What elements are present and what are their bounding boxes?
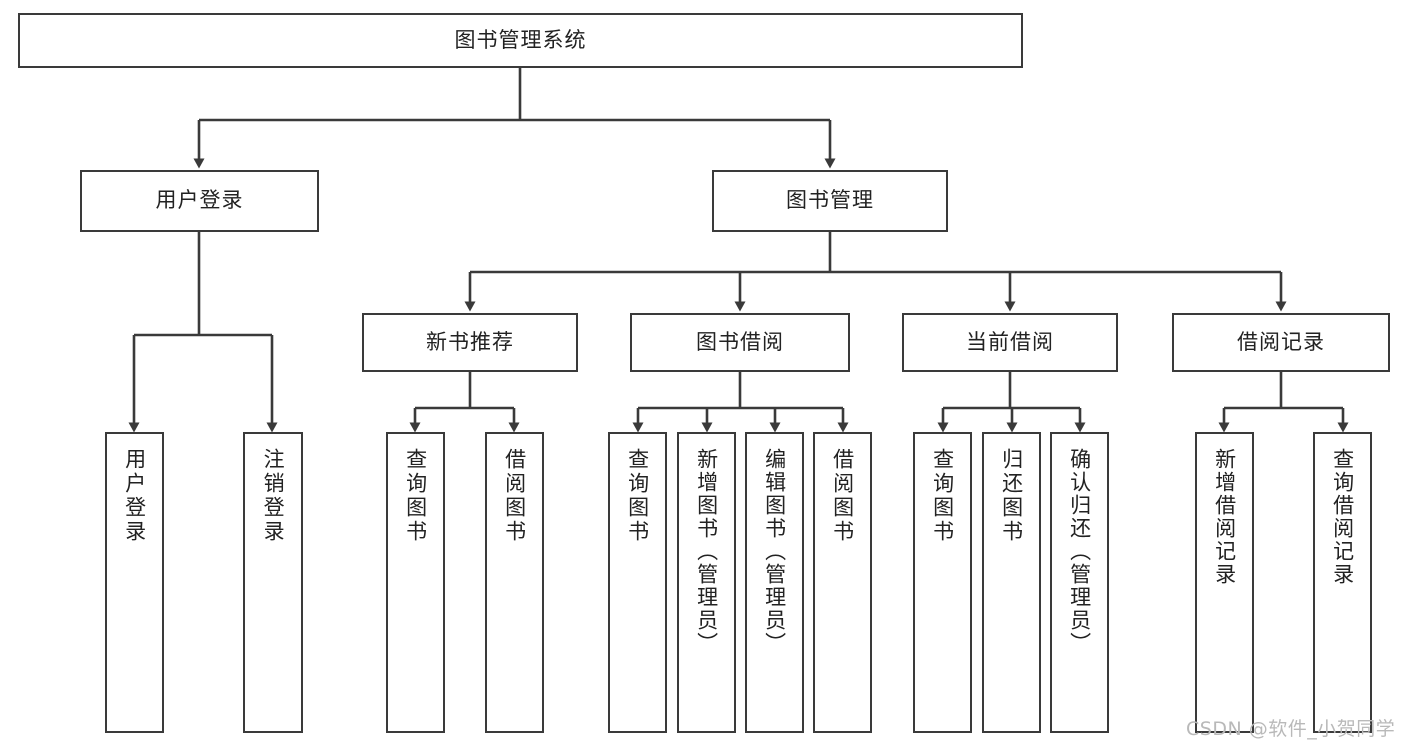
node-label: 借阅记录 xyxy=(1237,329,1325,354)
node-label: 借阅图书 xyxy=(502,448,527,544)
node-new-book-recommend[interactable]: 新书推荐 xyxy=(362,313,578,372)
node-label: 确认归还（管理员） xyxy=(1067,448,1092,655)
node-book-management[interactable]: 图书管理 xyxy=(712,170,948,232)
node-label: 用户登录 xyxy=(122,448,147,544)
node-label: 新书推荐 xyxy=(426,329,514,354)
leaf-user-login[interactable]: 用户登录 xyxy=(105,432,164,733)
node-label: 图书借阅 xyxy=(696,329,784,354)
node-current-borrow[interactable]: 当前借阅 xyxy=(902,313,1118,372)
node-label: 新增图书（管理员） xyxy=(694,448,719,655)
leaf-current-query-book[interactable]: 查询图书 xyxy=(913,432,972,733)
node-label: 查询借阅记录 xyxy=(1330,448,1355,586)
leaf-record-query-borrow-record[interactable]: 查询借阅记录 xyxy=(1313,432,1372,733)
node-label: 归还图书 xyxy=(999,448,1024,544)
node-label: 查询图书 xyxy=(930,448,955,544)
node-user-login[interactable]: 用户登录 xyxy=(80,170,319,232)
node-label: 图书管理系统 xyxy=(454,27,587,52)
node-label: 查询图书 xyxy=(403,448,428,544)
node-label: 查询图书 xyxy=(625,448,650,544)
leaf-current-return-book[interactable]: 归还图书 xyxy=(982,432,1041,733)
node-label: 新增借阅记录 xyxy=(1212,448,1237,586)
node-label: 编辑图书（管理员） xyxy=(762,448,787,655)
leaf-borrow-query-book[interactable]: 查询图书 xyxy=(608,432,667,733)
node-label: 图书管理 xyxy=(786,188,874,213)
leaf-user-logout[interactable]: 注销登录 xyxy=(243,432,303,733)
leaf-record-add-borrow-record[interactable]: 新增借阅记录 xyxy=(1195,432,1254,733)
leaf-newbook-query-book[interactable]: 查询图书 xyxy=(386,432,445,733)
node-label: 当前借阅 xyxy=(966,329,1054,354)
node-borrow-record[interactable]: 借阅记录 xyxy=(1172,313,1390,372)
node-root-system[interactable]: 图书管理系统 xyxy=(18,13,1023,68)
node-book-borrow[interactable]: 图书借阅 xyxy=(630,313,850,372)
node-label: 借阅图书 xyxy=(830,448,855,544)
leaf-current-confirm-return-admin[interactable]: 确认归还（管理员） xyxy=(1050,432,1109,733)
node-label: 用户登录 xyxy=(155,188,244,213)
csdn-watermark: CSDN @软件_小贺同学 xyxy=(1186,718,1396,740)
leaf-borrow-add-book-admin[interactable]: 新增图书（管理员） xyxy=(677,432,736,733)
node-label: 注销登录 xyxy=(261,448,286,544)
leaf-borrow-borrow-book[interactable]: 借阅图书 xyxy=(813,432,872,733)
leaf-newbook-borrow-book[interactable]: 借阅图书 xyxy=(485,432,544,733)
leaf-borrow-edit-book-admin[interactable]: 编辑图书（管理员） xyxy=(745,432,804,733)
